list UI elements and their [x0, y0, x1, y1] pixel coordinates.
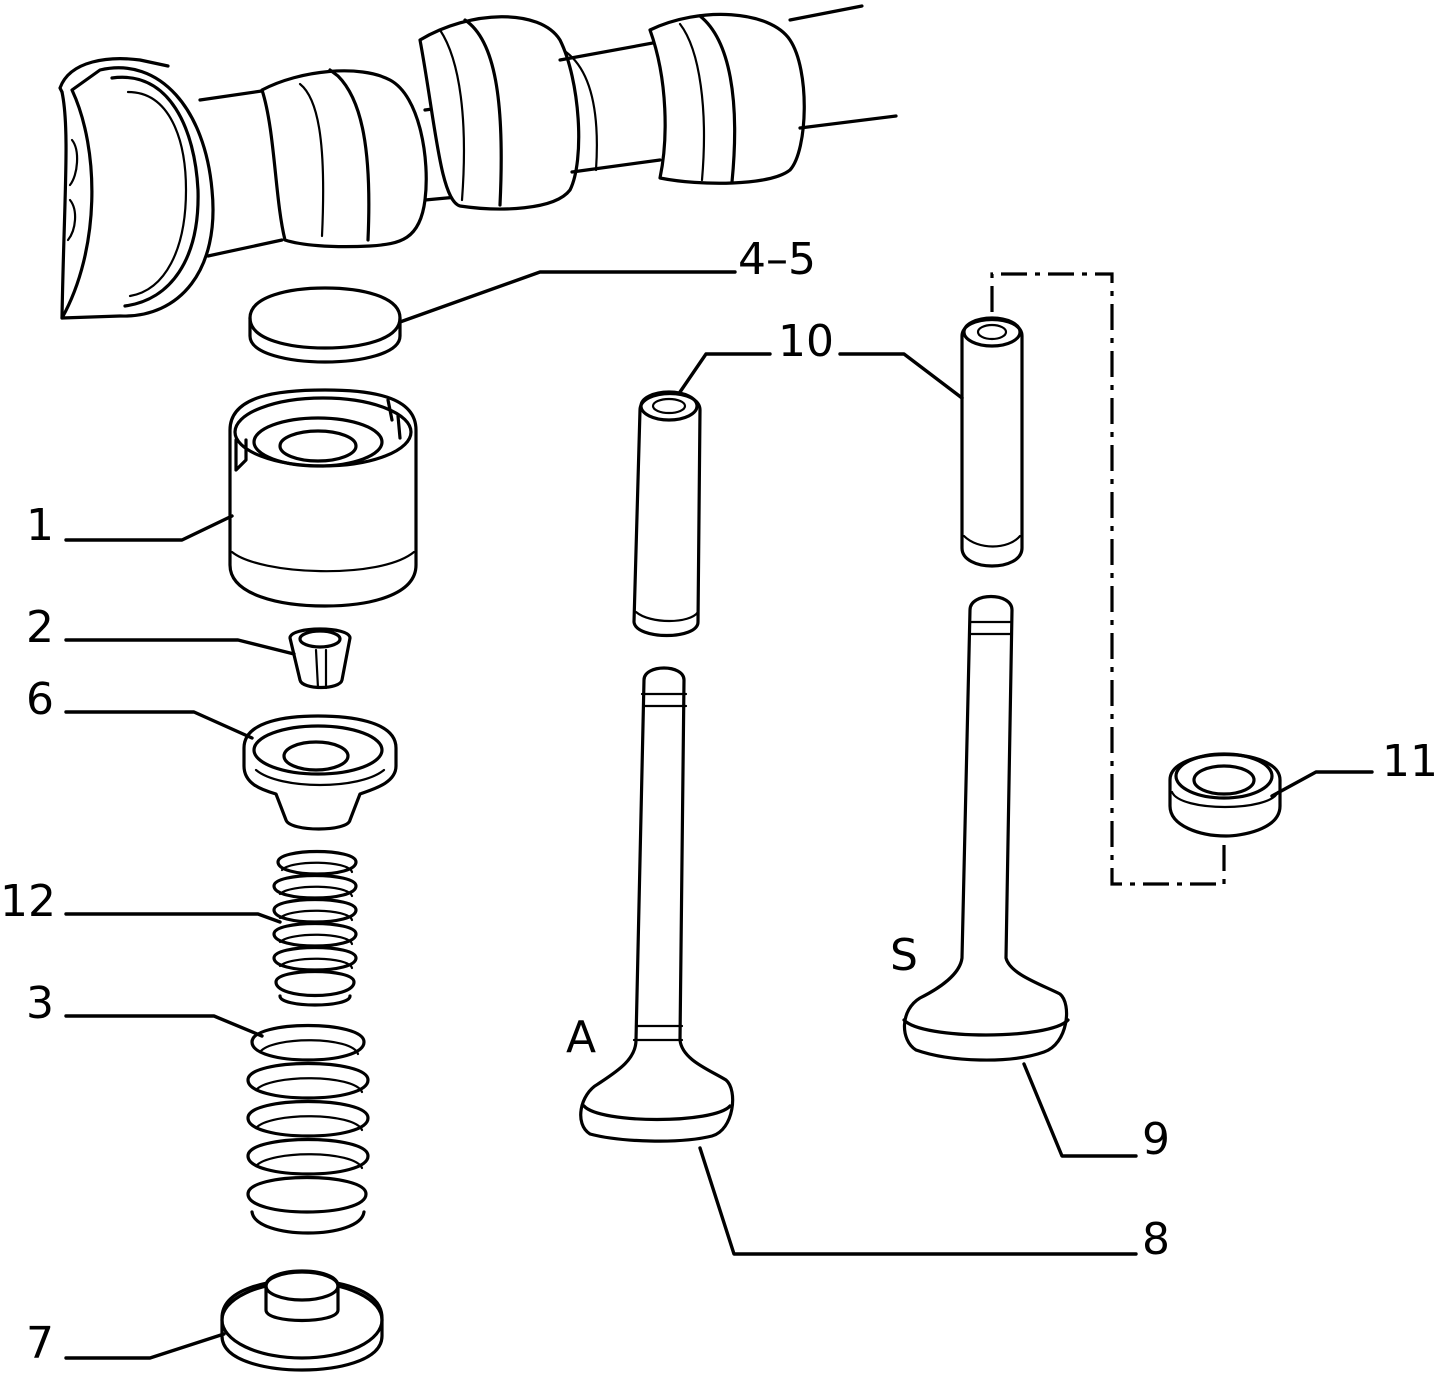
leader-2: [64, 638, 296, 656]
leader-lines: [64, 270, 1374, 1360]
leader-10-intake: [678, 352, 772, 394]
callout-6: 6: [26, 674, 54, 725]
exhaust-valve-guide: [960, 316, 1024, 568]
valve-collet: [288, 627, 352, 690]
callout-3: 3: [26, 978, 54, 1029]
upper-spring-retainer: [242, 714, 398, 831]
leader-11: [1270, 770, 1374, 798]
leader-10-exhaust: [838, 352, 964, 400]
callout-9: 9: [1142, 1114, 1170, 1165]
intake-valve: [579, 666, 735, 1143]
callout-8: 8: [1142, 1214, 1170, 1265]
outer-valve-spring: [246, 1023, 370, 1235]
intake-valve-guide: [632, 390, 702, 638]
leader-3: [64, 1014, 264, 1038]
callout-11: 11: [1382, 736, 1438, 787]
valve-stem-seal: [1168, 752, 1282, 838]
bucket-tappet: [228, 388, 418, 608]
leader-6: [64, 710, 254, 740]
callout-12: 12: [0, 876, 56, 927]
leader-9: [1022, 1062, 1138, 1158]
leader-12: [64, 912, 282, 924]
exhaust-valve: [902, 595, 1070, 1062]
leader-7: [64, 1332, 226, 1360]
callout-1: 1: [26, 500, 54, 551]
exhaust-valve-label: S: [890, 930, 918, 981]
camshaft: [58, 4, 898, 320]
callout-4-5: 4–5: [738, 234, 816, 285]
leader-1: [64, 514, 234, 542]
intake-valve-label: A: [566, 1012, 597, 1063]
leader-4-5: [398, 270, 737, 324]
callout-2: 2: [26, 602, 54, 653]
inner-valve-spring: [272, 849, 358, 1007]
callout-10: 10: [778, 316, 834, 367]
valve-shim: [248, 286, 402, 364]
lower-spring-seat: [220, 1269, 384, 1372]
callout-7: 7: [26, 1318, 54, 1369]
leader-8: [698, 1146, 1138, 1256]
